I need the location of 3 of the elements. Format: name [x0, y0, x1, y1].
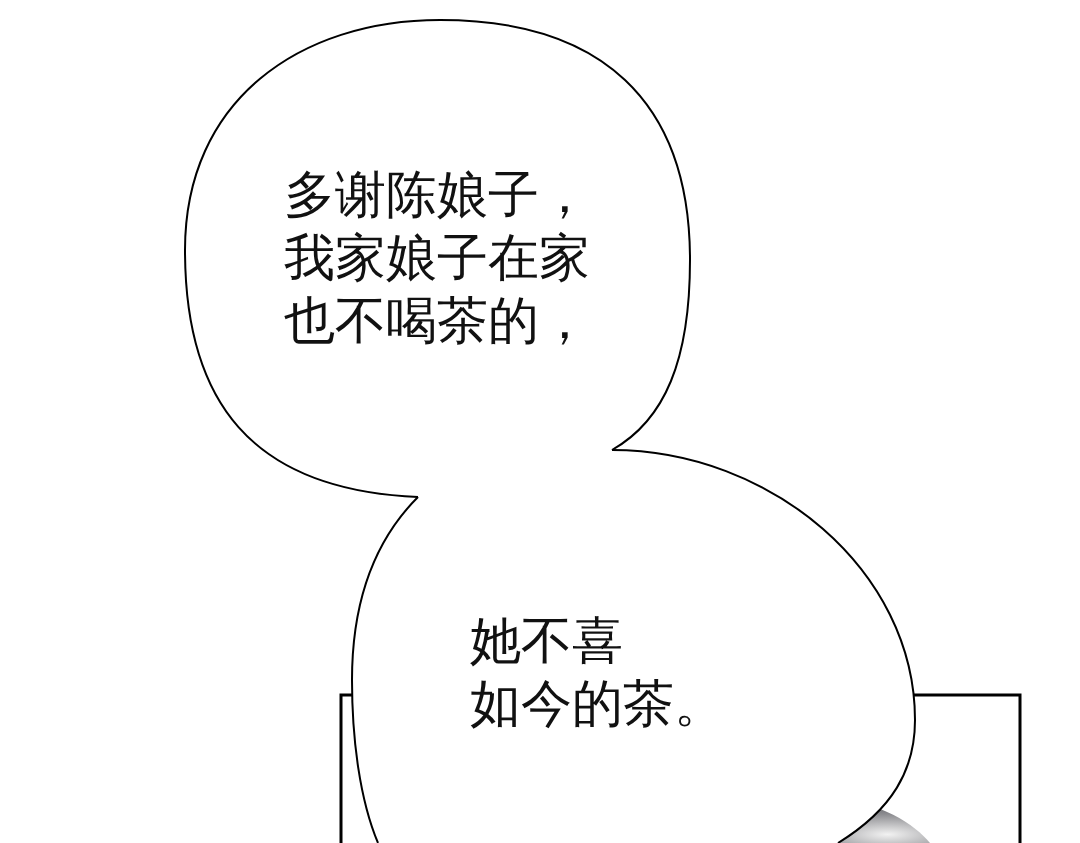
dialogue-text: 多谢陈娘子，我家娘子在家也不喝茶的， [284, 164, 590, 352]
dialogue-text: 她不喜如今的茶。 [470, 610, 725, 735]
speech-bubble [183, 18, 693, 500]
